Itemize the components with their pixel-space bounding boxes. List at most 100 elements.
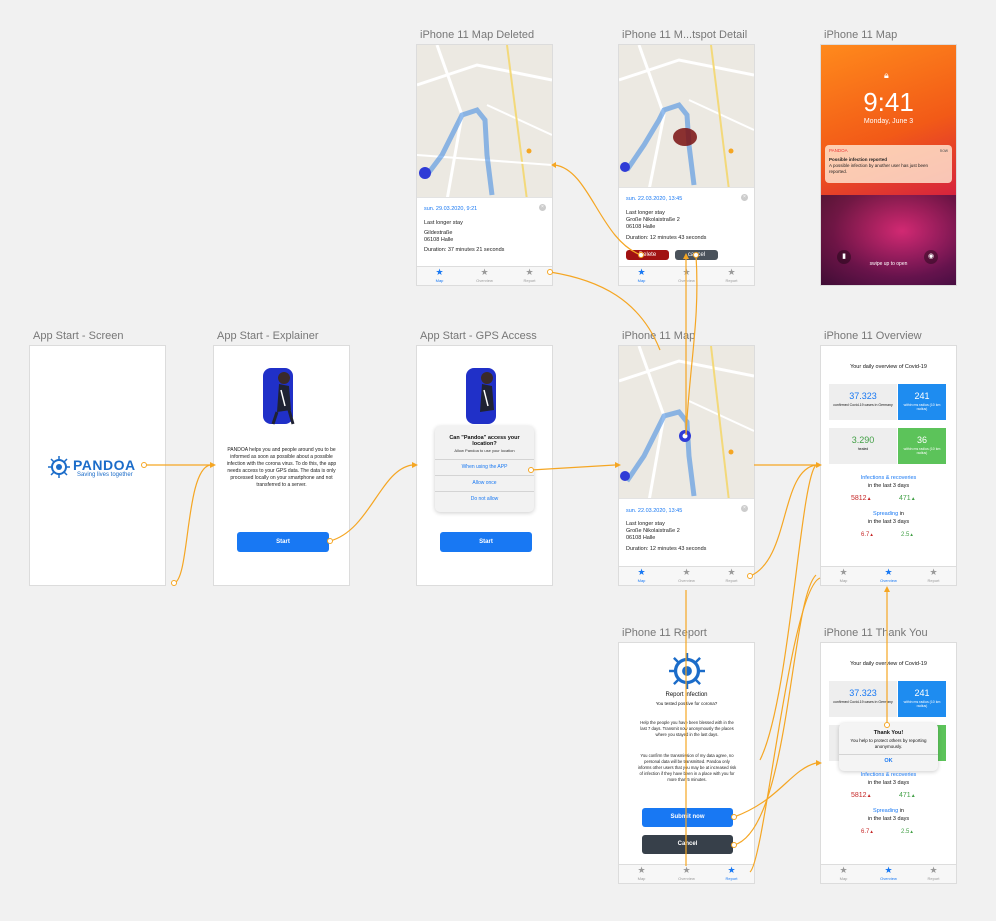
artboard-label-gps-access: App Start - GPS Access <box>420 330 537 342</box>
artboard-gps-access[interactable]: Can "Pandoa" access your location? Allow… <box>417 346 552 585</box>
map-view[interactable] <box>619 346 754 501</box>
artboard-explainer[interactable]: PANDOA helps you and people around you t… <box>214 346 349 585</box>
spreading-value: 6.7▲ <box>861 532 874 538</box>
stay-address-1: Große Nikolaistraße 2 <box>626 528 680 534</box>
stat-confirmed-value: 37.323 <box>849 688 877 698</box>
artboard-label-lock: iPhone 11 Map <box>824 29 898 41</box>
stat-confirmed-desc: confirmed Covid-19 cases in Germany <box>833 403 893 407</box>
star-icon: ★ <box>682 567 691 577</box>
tab-overview[interactable]: ★Overview <box>664 865 709 883</box>
stat-radius: 241 within ms radius (10 km radius) <box>898 681 946 717</box>
artboard-lock-screen[interactable]: 🔒︎ 9:41 Monday, June 3 PANDOA now Possib… <box>821 45 956 285</box>
delete-button[interactable]: Delete <box>626 250 669 260</box>
close-icon[interactable]: × <box>741 194 748 201</box>
tab-report[interactable]: ★Report <box>911 865 956 883</box>
map-view[interactable] <box>417 45 552 200</box>
star-icon: ★ <box>727 567 736 577</box>
map-streets <box>619 45 754 190</box>
tab-bar: ★Map ★Overview ★Report <box>821 566 956 585</box>
stat-radius-desc: within ms radius (10 km radius) <box>903 700 941 708</box>
stat-radius-desc: within ms radius (10 km radius) <box>903 403 941 411</box>
star-icon: ★ <box>727 865 736 875</box>
tab-overview[interactable]: ★Overview <box>866 567 911 585</box>
tab-map[interactable]: ★Map <box>619 865 664 883</box>
wallpaper-shape <box>821 195 956 285</box>
tab-bar: ★Map ★Overview ★Report <box>619 266 754 285</box>
tab-report[interactable]: ★Report <box>911 567 956 585</box>
tab-overview[interactable]: ★Overview <box>664 267 709 285</box>
hotspot-title: Last longer stay <box>626 210 665 216</box>
spreading-local-value: 2.5▲ <box>901 532 914 538</box>
person-illustration <box>466 368 496 424</box>
star-icon: ★ <box>435 267 444 277</box>
location-permission-dialog: Can "Pandoa" access your location? Allow… <box>435 426 534 512</box>
tab-overview[interactable]: ★Overview <box>866 865 911 883</box>
artboard-hotspot-detail[interactable]: × sun. 22.03.2020, 13:45 Last longer sta… <box>619 45 754 285</box>
report-paragraph-2: You confirm the transmission of my data … <box>637 753 737 782</box>
artboard-map-deleted[interactable]: × sun. 29.03.2020, 9:21 Last longer stay… <box>417 45 552 285</box>
cancel-button[interactable]: Cancel <box>642 835 733 854</box>
option-when-using-app[interactable]: When using the APP <box>435 459 534 475</box>
star-icon: ★ <box>727 267 736 277</box>
stat-healed-value: 3.290 <box>851 435 875 445</box>
stay-date: sun. 29.03.2020, 9:21 <box>424 206 478 212</box>
close-icon[interactable]: × <box>741 505 748 512</box>
recoveries-value: 471▲ <box>899 495 916 502</box>
camera-icon[interactable]: ◉ <box>924 250 938 264</box>
stat-healed-radius-value: 36 <box>916 435 927 445</box>
stay-address-2: 06108 Halle <box>626 535 656 541</box>
map-streets <box>619 346 754 501</box>
stay-duration: Duration: 12 minutes 43 seconds <box>626 546 707 552</box>
star-icon: ★ <box>682 267 691 277</box>
spreading-sub: in the last 3 days <box>867 519 910 525</box>
arrow-up-icon: ▲ <box>869 532 874 537</box>
start-button[interactable]: Start <box>237 532 329 552</box>
flashlight-icon[interactable]: ▮ <box>837 250 851 264</box>
tab-map[interactable]: ★Map <box>417 267 462 285</box>
lock-icon: 🔒︎ <box>884 70 889 80</box>
tab-map[interactable]: ★Map <box>821 567 866 585</box>
arrow-up-icon: ▲ <box>910 793 916 799</box>
notification-card[interactable]: PANDOA now Possible infection reported A… <box>825 145 952 183</box>
ok-button[interactable]: OK <box>839 754 938 767</box>
overview-heading: Your daily overview of Covid-19 <box>850 364 927 370</box>
arrow-up-icon: ▲ <box>869 829 874 834</box>
option-do-not-allow[interactable]: Do not allow <box>435 491 534 507</box>
tab-map[interactable]: ★Map <box>619 267 664 285</box>
option-allow-once[interactable]: Allow once <box>435 475 534 491</box>
start-button[interactable]: Start <box>440 532 532 552</box>
tab-report[interactable]: ★Report <box>507 267 552 285</box>
recoveries-value: 471▲ <box>899 792 916 799</box>
tab-bar: ★Map ★Overview ★Report <box>619 566 754 585</box>
stat-healed-desc: healed <box>857 447 869 451</box>
artboard-map[interactable]: × sun. 22.03.2020, 13:45 Last longer sta… <box>619 346 754 585</box>
map-view[interactable] <box>619 45 754 190</box>
stat-healed-radius: 36 within ms radius (10 km radius) <box>898 428 946 464</box>
artboard-report[interactable]: Report infection You tested positive for… <box>619 643 754 883</box>
notification-title: Possible infection reported <box>829 157 888 162</box>
cancel-button[interactable]: cancel <box>675 250 718 260</box>
artboard-thank-you[interactable]: Your daily overview of Covid-19 37.323 c… <box>821 643 956 883</box>
stat-confirmed: 37.323 confirmed Covid-19 cases in Germa… <box>829 681 897 717</box>
tab-map[interactable]: ★Map <box>619 567 664 585</box>
map-streets <box>417 45 552 200</box>
connector-overview-tab-to-report <box>749 577 821 873</box>
swipe-hint: swipe up to open <box>869 261 908 267</box>
artboard-start-screen[interactable]: PANDOA Saving lives together <box>30 346 165 585</box>
tab-overview[interactable]: ★Overview <box>462 267 507 285</box>
spreading-sub: in the last 3 days <box>867 816 910 822</box>
tab-report[interactable]: ★Report <box>709 567 754 585</box>
lock-date: Monday, June 3 <box>863 118 914 125</box>
artboard-overview[interactable]: Your daily overview of Covid-19 37.323 c… <box>821 346 956 585</box>
stay-title: Last longer stay <box>424 220 463 226</box>
tab-report[interactable]: ★Report <box>709 865 754 883</box>
dialog-subtitle: Allow Pandoa to use your location <box>454 448 515 453</box>
close-icon[interactable]: × <box>539 204 546 211</box>
tagline: Saving lives together <box>77 472 133 478</box>
submit-button[interactable]: Submit now <box>642 808 733 827</box>
tab-report[interactable]: ★Report <box>709 267 754 285</box>
arrow-up-icon: ▲ <box>909 829 914 834</box>
report-title: Report infection <box>665 692 708 698</box>
tab-overview[interactable]: ★Overview <box>664 567 709 585</box>
tab-map[interactable]: ★Map <box>821 865 866 883</box>
